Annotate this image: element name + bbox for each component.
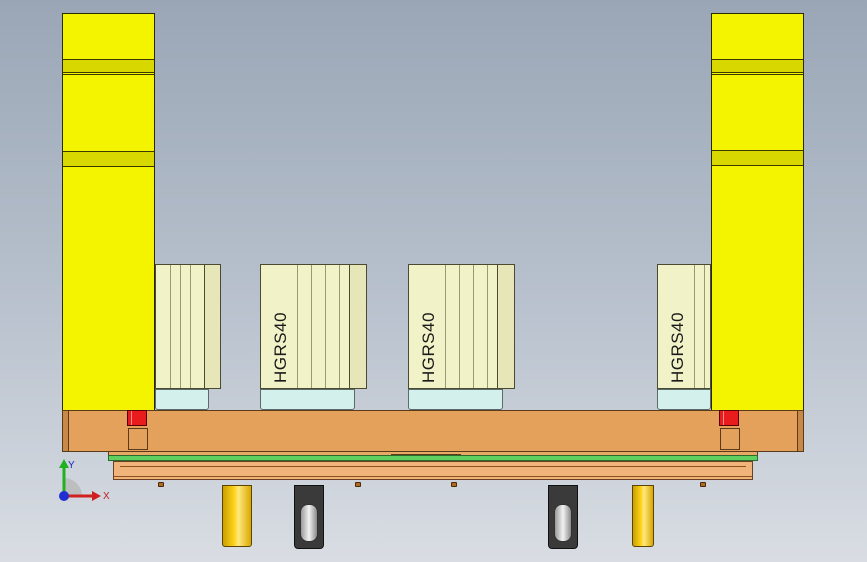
cylinder-3-label: HGRS40 — [419, 311, 438, 383]
right-post-edge — [712, 74, 803, 75]
left-roller[interactable] — [294, 485, 324, 549]
bolt-1 — [158, 482, 164, 487]
x-axis-arrow-icon — [92, 491, 101, 501]
right-red-stop[interactable] — [719, 410, 739, 426]
cylinder-3[interactable]: HGRS40 — [408, 264, 515, 389]
axis-triad: Y X — [59, 459, 110, 502]
left-post-groove-2 — [63, 151, 154, 167]
right-roller-wheel — [554, 504, 572, 542]
cylinder-2-base — [260, 389, 355, 410]
cylinder-3-cap — [497, 265, 514, 388]
left-roller-wheel — [300, 504, 318, 542]
cylinder-2-cap — [349, 265, 366, 388]
right-post-groove — [712, 59, 803, 73]
cylinder-2[interactable]: HGRS40 — [260, 264, 367, 389]
cylinder-2-label: HGRS40 — [271, 311, 290, 383]
y-axis-arrow-icon — [59, 459, 69, 468]
left-post[interactable] — [62, 13, 155, 412]
y-axis-label: Y — [68, 460, 75, 471]
cylinder-4-base — [657, 389, 711, 410]
z-axis-dot-icon — [59, 491, 69, 501]
triad-shade — [64, 478, 82, 496]
cylinder-4[interactable]: HGRS40 — [657, 264, 711, 389]
right-locating-pin[interactable] — [632, 485, 654, 547]
bottom-plate-inner-line — [120, 466, 746, 467]
base-plate-left-step — [63, 411, 69, 451]
base-plate-right-step — [797, 411, 803, 451]
cylinder-3-base — [408, 389, 503, 410]
green-plate[interactable] — [108, 455, 758, 461]
left-post-groove — [63, 59, 154, 73]
bottom-plate[interactable] — [113, 461, 753, 480]
left-locating-pin[interactable] — [222, 485, 252, 547]
base-plate[interactable] — [62, 410, 804, 452]
bottom-plate-lower-line — [114, 476, 752, 477]
right-post-groove-2 — [712, 150, 803, 166]
cylinder-1-base — [155, 389, 209, 410]
bolt-2 — [355, 482, 361, 487]
left-red-stop[interactable] — [127, 410, 147, 426]
cylinder-1-cap — [204, 265, 220, 388]
right-post[interactable] — [711, 13, 804, 412]
x-axis-label: X — [103, 491, 110, 502]
right-stop-pocket — [720, 428, 740, 450]
right-roller[interactable] — [548, 485, 578, 549]
cylinder-1[interactable] — [155, 264, 221, 389]
left-stop-pocket — [128, 428, 148, 450]
left-post-edge — [63, 74, 154, 75]
bolt-3 — [451, 482, 457, 487]
cylinder-4-label: HGRS40 — [668, 311, 687, 383]
bolt-4 — [700, 482, 706, 487]
